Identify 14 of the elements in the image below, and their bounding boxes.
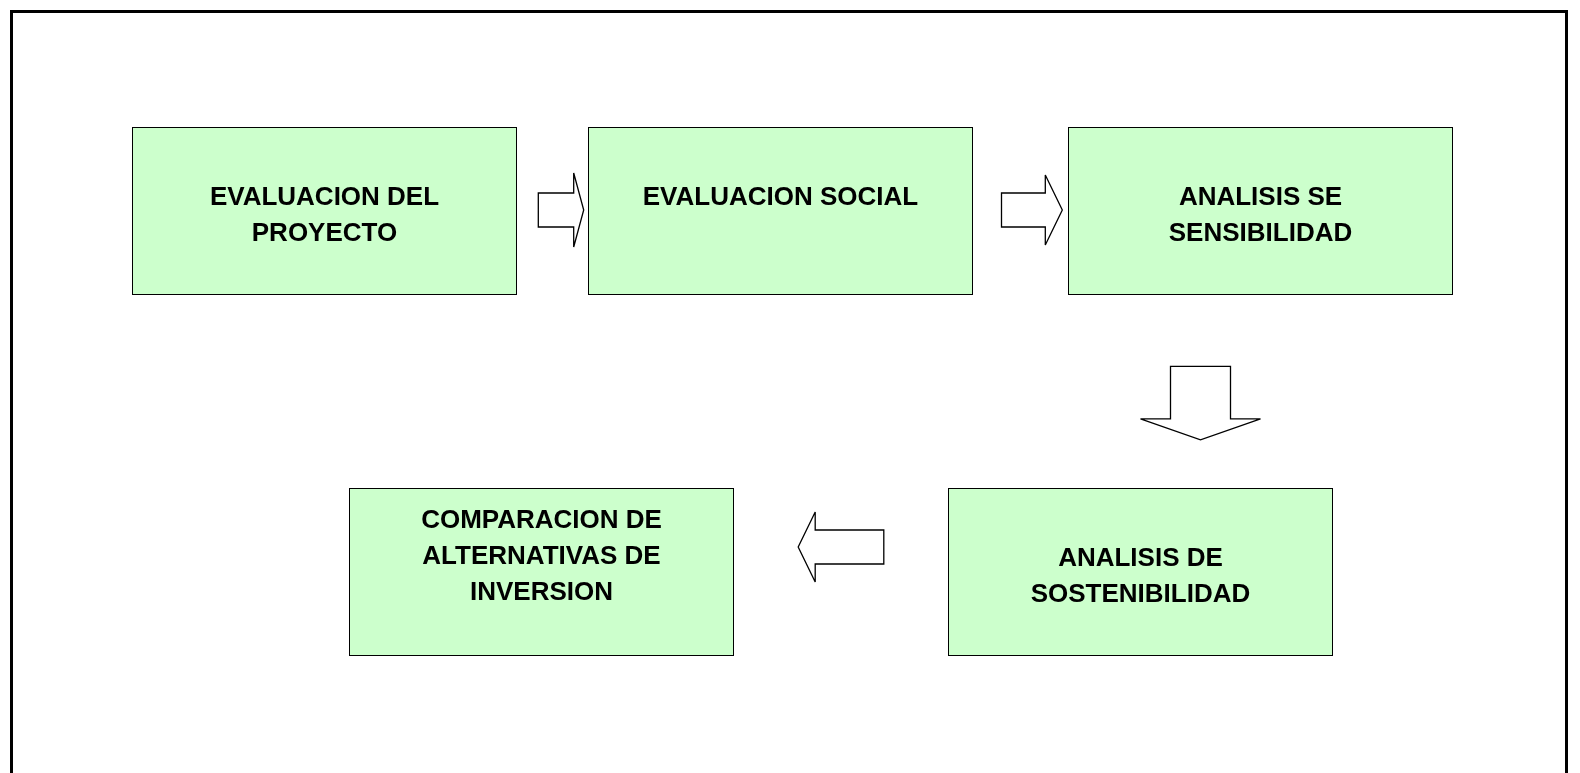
block-arrow	[1000, 174, 1064, 246]
box-label: COMPARACION DE ALTERNATIVAS DE INVERSION	[420, 503, 663, 608]
block-arrow	[1139, 365, 1262, 441]
box-label: EVALUACION SOCIAL	[642, 180, 919, 213]
process-box	[349, 488, 734, 656]
block-arrow	[537, 172, 585, 248]
block-arrow	[797, 511, 885, 583]
box-label: ANALISIS SE SENSIBILIDAD	[1167, 180, 1354, 249]
process-box	[132, 127, 517, 295]
process-box	[588, 127, 973, 295]
box-label: ANALISIS DE SOSTENIBILIDAD	[1029, 541, 1252, 610]
process-box	[948, 488, 1333, 656]
box-label: EVALUACION DEL PROYECTO	[208, 180, 441, 249]
process-box	[1068, 127, 1453, 295]
